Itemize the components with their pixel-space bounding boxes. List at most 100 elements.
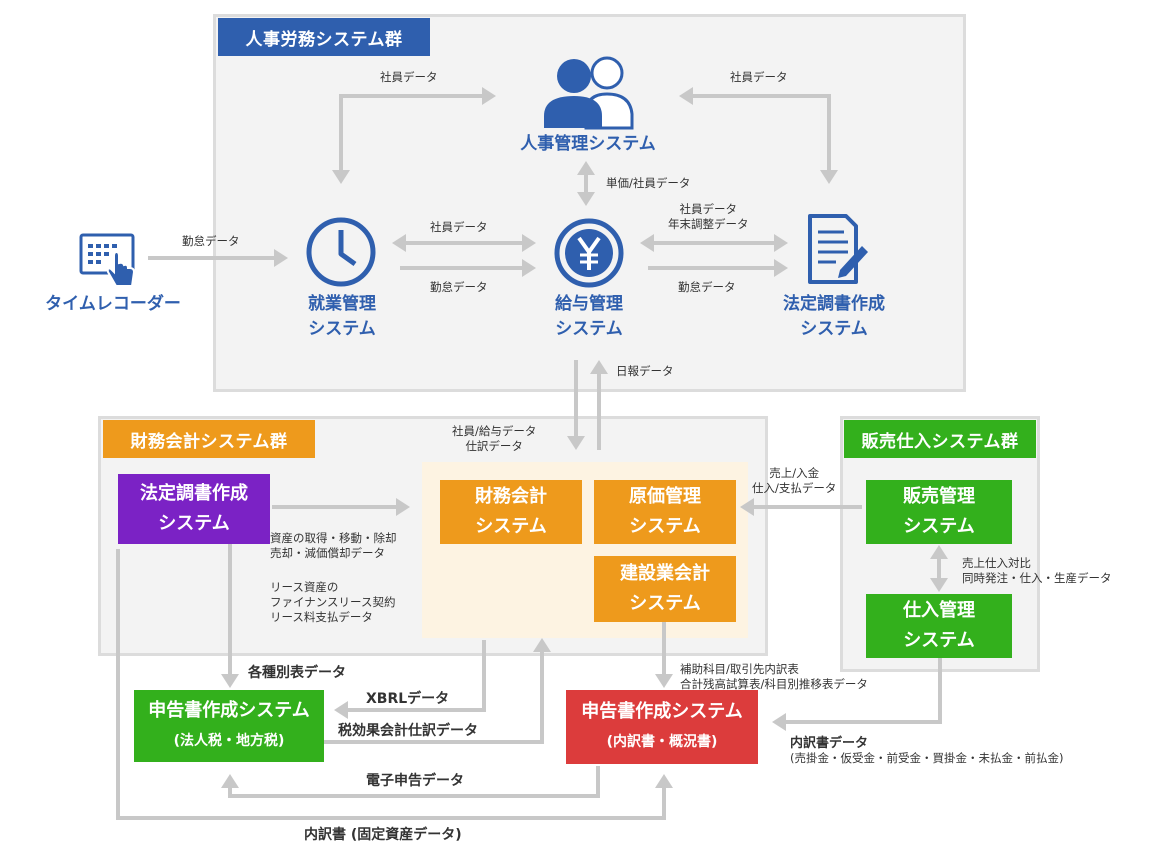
label-daily-report: 日報データ	[616, 364, 674, 378]
hr-mgmt-label: 人事管理システム	[520, 134, 656, 154]
arrowhead	[772, 713, 786, 731]
label-line: 同時発注・仕入・生産データ	[962, 571, 1112, 585]
arrowhead	[774, 234, 788, 252]
attendance-label-line: システム	[308, 319, 376, 339]
sales-mgmt-box: 販売管理 システム	[866, 480, 1012, 544]
attendance-label: 就業管理 システム	[276, 292, 408, 342]
label-line: 売上/入金	[769, 466, 820, 480]
arrow-e-filing	[228, 766, 600, 798]
label-aux-accounts: 補助科目/取引先内訳表 合計残高試算表/科目別推移表データ	[680, 662, 868, 692]
label-fixed-assets: 内訳書 (固定資産データ)	[304, 827, 462, 843]
label-sales-payment: 売上/入金 仕入/支払データ	[752, 466, 836, 496]
box-line: システム	[629, 516, 701, 537]
box-line: システム	[158, 513, 230, 534]
box-line: 申告書作成システム	[581, 701, 743, 722]
legal-hr-label: 法定調書作成 システム	[768, 292, 900, 342]
arrowhead	[221, 774, 239, 788]
document-pen-icon	[808, 214, 868, 284]
arrowhead	[274, 249, 288, 267]
arrowhead	[522, 259, 536, 277]
arrowhead	[655, 674, 673, 688]
arrowhead	[655, 774, 673, 788]
box-line: 申告書作成システム	[148, 700, 310, 721]
arrowhead	[396, 498, 410, 516]
purchase-box: 仕入管理 システム	[866, 594, 1012, 658]
box-line: 原価管理	[629, 486, 701, 507]
label-various-tables: 各種別表データ	[248, 665, 346, 681]
legal-hr-label-line: システム	[800, 319, 868, 339]
arrowhead	[522, 234, 536, 252]
box-line: 販売管理	[903, 486, 975, 507]
label-line: 売却・減価償却データ	[270, 546, 385, 560]
box-line: システム	[903, 516, 975, 537]
label-line: 年末調整データ	[668, 217, 749, 231]
label-sales-purchase: 売上仕入対比 同時発注・仕入・生産データ	[962, 556, 1112, 586]
arrowhead	[533, 638, 551, 652]
arrowhead	[590, 360, 608, 374]
label-line: 合計残高試算表/科目別推移表データ	[680, 677, 868, 691]
arrowhead	[482, 87, 496, 105]
arrowhead	[577, 192, 595, 206]
keypad-touch-icon	[79, 233, 136, 287]
label-line: 内訳書データ	[790, 736, 869, 751]
label-line: (売掛金・仮受金・前受金・買掛金・未払金・前払金)	[790, 751, 1064, 765]
sales-group-label: 販売仕入システム群	[844, 420, 1036, 458]
fin-acct-box: 財務会計 システム	[440, 480, 582, 544]
label-emp-data-right: 社員データ	[730, 70, 788, 84]
arrowhead	[334, 701, 348, 719]
hr-group-label: 人事労務システム群	[218, 18, 430, 56]
label-line: ファイナンスリース契約	[270, 595, 396, 609]
label-line: 売上仕入対比	[962, 556, 1031, 570]
arrowhead	[774, 259, 788, 277]
label-line: 資産の取得・移動・除却	[270, 531, 397, 545]
box-line: 法定調書作成	[140, 483, 248, 504]
cost-box: 原価管理 システム	[594, 480, 736, 544]
arrowhead	[930, 578, 948, 592]
label-breakdown-data: 内訳書データ (売掛金・仮受金・前受金・買掛金・未払金・前払金)	[790, 736, 1063, 766]
arrowhead	[332, 170, 350, 184]
box-line: 建設業会計	[620, 563, 710, 584]
arrow-hr-legal	[690, 94, 831, 172]
tax-corp-box: 申告書作成システム (法人税・地方税)	[134, 690, 324, 762]
label-lease-data: リース資産の ファイナンスリース契約 リース料支払データ	[270, 580, 395, 625]
label-attendance-tr: 勤怠データ	[182, 234, 240, 248]
construction-box: 建設業会計 システム	[594, 556, 736, 622]
label-emp-data-left: 社員データ	[380, 70, 438, 84]
arrow-xbrl	[346, 640, 486, 712]
arrowhead	[820, 170, 838, 184]
label-tax-effect: 税効果会計仕訳データ	[338, 723, 478, 739]
box-line: システム	[629, 593, 701, 614]
box-subline: (法人税・地方税)	[173, 733, 285, 749]
label-emp-salary-journal: 社員/給与データ 仕訳データ	[452, 424, 536, 454]
label-xbrl: XBRLデータ	[366, 691, 450, 707]
label-line: リース料支払データ	[270, 610, 373, 624]
arrowhead	[640, 234, 654, 252]
arrowhead	[679, 87, 693, 105]
arrowhead	[930, 545, 948, 559]
arrowhead	[740, 498, 754, 516]
attendance-label-line: 就業管理	[308, 294, 376, 314]
label-line: 仕訳データ	[465, 439, 523, 453]
label-asset-data: 資産の取得・移動・除却 売却・減価償却データ	[270, 531, 397, 561]
time-recorder-label: タイムレコーダー	[45, 294, 181, 314]
legal-fin-box: 法定調書作成 システム	[118, 474, 270, 544]
box-line: 財務会計	[475, 486, 547, 507]
box-line: 仕入管理	[903, 600, 975, 621]
label-line: 社員/給与データ	[452, 424, 537, 438]
arrowhead	[567, 436, 585, 450]
label-unit-emp: 単価/社員データ	[606, 176, 691, 190]
tax-detail-box: 申告書作成システム (内訳書・概況書)	[566, 690, 758, 764]
payroll-label-line: システム	[555, 319, 623, 339]
arrow-tax-effect	[324, 650, 544, 744]
legal-hr-label-line: 法定調書作成	[783, 294, 885, 314]
clock-icon	[306, 217, 376, 287]
label-line: 社員データ	[679, 202, 738, 216]
label-line: 補助科目/取引先内訳表	[680, 662, 799, 676]
arrow-hr-attendance	[339, 94, 485, 172]
box-line: システム	[475, 516, 547, 537]
box-line: システム	[903, 630, 975, 651]
finance-group-label: 財務会計システム群	[103, 420, 315, 458]
payroll-label-line: 給与管理	[555, 294, 623, 314]
